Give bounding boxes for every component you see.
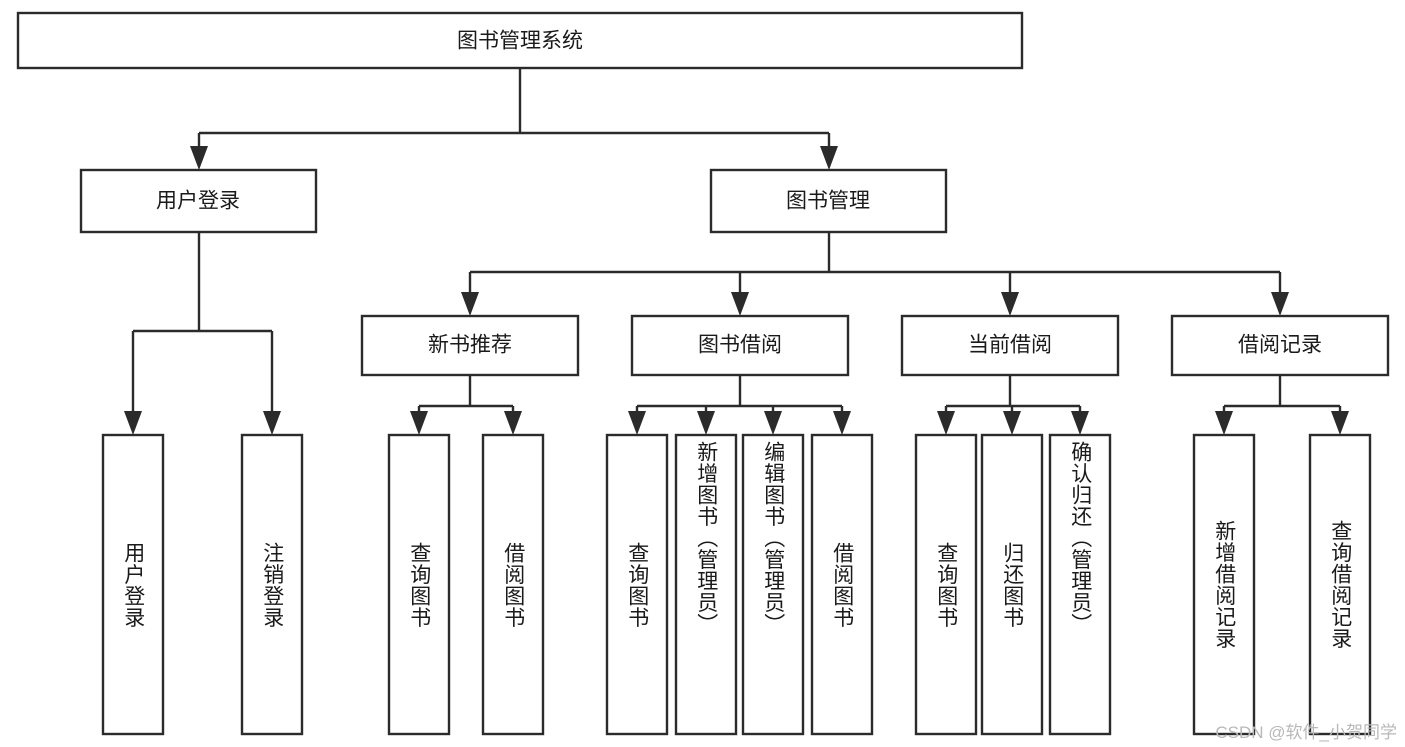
node-label-borrow-records: 借阅记录 (1238, 334, 1322, 357)
leaf-box[interactable] (1048, 433, 1112, 736)
node-label-user-login: 用户登录 (156, 190, 240, 213)
arrow-head-icon (1271, 292, 1289, 316)
connectors-root-to-level2 (190, 68, 838, 170)
arrow-head-icon (764, 411, 782, 435)
arrow-head-icon (1003, 411, 1021, 435)
node-label-book-management: 图书管理 (786, 190, 870, 213)
arrow-head-icon (628, 411, 646, 435)
connectors-bookborrow-to-leaves (628, 375, 851, 435)
arrow-head-icon (1001, 292, 1019, 316)
leaf-box[interactable] (387, 433, 451, 736)
leaf-box[interactable] (980, 433, 1044, 736)
arrow-head-icon (820, 146, 838, 170)
node-current-borrow[interactable]: 当前借阅 (900, 314, 1120, 377)
node-box (1170, 314, 1390, 377)
leaf-boxes-book-borrow (605, 433, 874, 736)
leaf-box[interactable] (810, 433, 874, 736)
arrow-head-icon (263, 411, 281, 435)
leaf-box[interactable] (914, 433, 978, 736)
arrow-head-icon (461, 292, 479, 316)
arrow-head-icon (190, 146, 208, 170)
arrow-head-icon (731, 292, 749, 316)
arrow-head-icon (937, 411, 955, 435)
node-box (630, 314, 850, 377)
node-box (360, 314, 580, 377)
leaf-box[interactable] (240, 433, 304, 736)
leaf-box[interactable] (741, 433, 805, 736)
node-label-root: 图书管理系统 (457, 30, 583, 53)
arrow-head-icon (1071, 411, 1089, 435)
connectors-userlogin-to-leaves (124, 232, 281, 435)
leaf-box[interactable] (101, 433, 165, 736)
node-user-login[interactable]: 用户登录 (79, 168, 318, 234)
arrow-head-icon (1215, 411, 1233, 435)
arrow-head-icon (124, 411, 142, 435)
arrow-head-icon (504, 411, 522, 435)
node-book-management[interactable]: 图书管理 (709, 168, 948, 234)
node-label-current-borrow: 当前借阅 (968, 334, 1052, 357)
leaf-box[interactable] (674, 433, 738, 736)
leaf-box[interactable] (1308, 433, 1372, 736)
csdn-watermark: CSDN @软件_小贺同学 (1215, 723, 1397, 742)
arrow-head-icon (833, 411, 851, 435)
connectors-currentborrow-to-leaves (937, 375, 1089, 435)
connectors-booksmgmt-to-level3 (461, 232, 1289, 316)
connectors-newbook-to-leaves (410, 375, 522, 435)
arrow-head-icon (1331, 411, 1349, 435)
leaf-box[interactable] (481, 433, 545, 736)
leaf-box[interactable] (1192, 433, 1256, 736)
node-book-borrow[interactable]: 图书借阅 (630, 314, 850, 377)
node-label-new-book-recommend: 新书推荐 (428, 334, 512, 357)
node-box (709, 168, 948, 234)
leaf-box[interactable] (605, 433, 669, 736)
node-borrow-records[interactable]: 借阅记录 (1170, 314, 1390, 377)
node-label-book-borrow: 图书借阅 (698, 334, 782, 357)
arrow-head-icon (410, 411, 428, 435)
arrow-head-icon (697, 411, 715, 435)
node-box (900, 314, 1120, 377)
connectors-borrowrecords-to-leaves (1215, 375, 1349, 435)
node-new-book-recommend[interactable]: 新书推荐 (360, 314, 580, 377)
node-box (79, 168, 318, 234)
node-root-system[interactable]: 图书管理系统 (16, 11, 1024, 70)
leaf-boxes-user-login (101, 433, 304, 736)
node-box (16, 11, 1024, 70)
leaf-boxes-new-book-recommend (387, 433, 545, 736)
leaf-boxes-borrow-records (1192, 433, 1372, 736)
leaf-boxes-current-borrow (914, 433, 1112, 736)
